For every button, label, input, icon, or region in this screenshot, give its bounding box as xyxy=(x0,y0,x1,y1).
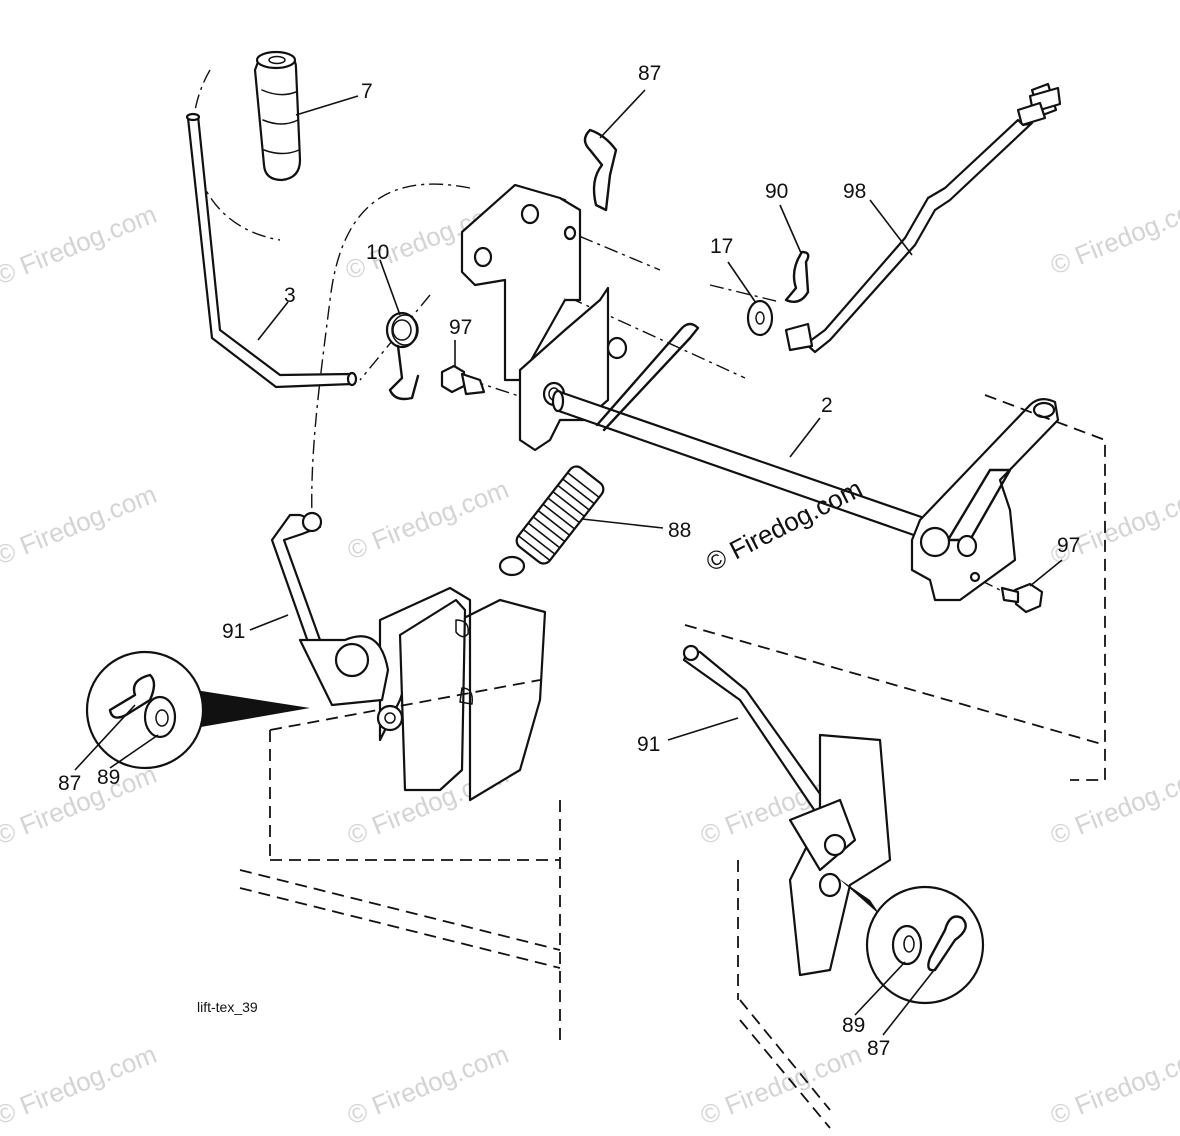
watermark: © Firedog.com xyxy=(1046,759,1180,851)
leader-lines xyxy=(74,89,1063,1036)
watermark: © Firedog.com xyxy=(1046,189,1180,281)
callout-label: 97 xyxy=(1057,534,1080,557)
height-adjust-rod xyxy=(784,82,1062,354)
callout-label: 88 xyxy=(668,519,691,542)
lift-lever xyxy=(185,112,358,389)
watermark: © Firedog.com xyxy=(343,474,513,566)
shoulder-bolt-right xyxy=(1000,582,1044,614)
watermark: © Firedog.com xyxy=(343,1039,513,1131)
right-lift-arm xyxy=(910,398,1060,602)
deck-outline-right xyxy=(684,394,1106,1129)
mounting-bracket xyxy=(460,183,628,452)
watermark: © Firedog.com xyxy=(0,199,161,291)
callout-label: 87 xyxy=(638,62,661,85)
callout-labels: 7 87 90 98 17 10 3 97 2 88 97 91 87 89 9… xyxy=(58,62,1080,1060)
callout-label: 2 xyxy=(821,394,833,417)
watermark: © Firedog.com xyxy=(0,1039,161,1131)
callout-label: 87 xyxy=(58,772,81,795)
callout-label: 91 xyxy=(222,620,245,643)
deck-bracket-left xyxy=(378,586,547,802)
hairpin-clip xyxy=(784,250,810,303)
extension-spring xyxy=(498,465,605,577)
callout-label: 98 xyxy=(843,180,866,203)
callout-label: 17 xyxy=(710,235,733,258)
detail-bubble-right xyxy=(838,878,985,1005)
torsion-spring xyxy=(385,311,420,401)
callout-label: 91 xyxy=(637,733,660,756)
wire-link xyxy=(595,322,700,432)
detail-bubble-left xyxy=(85,650,310,770)
callout-label: 90 xyxy=(765,180,788,203)
watermark: © Firedog.com xyxy=(696,1039,866,1131)
callout-label: 97 xyxy=(449,316,472,339)
deck-link-right xyxy=(682,644,892,977)
callout-label: 87 xyxy=(867,1037,890,1060)
callout-label: 10 xyxy=(366,241,389,264)
callout-label: 89 xyxy=(97,766,120,789)
deck-link-left xyxy=(270,511,404,732)
callout-label: 89 xyxy=(842,1014,865,1037)
callout-label: 3 xyxy=(284,284,296,307)
watermark: © Firedog.com xyxy=(0,479,161,571)
lift-shaft xyxy=(551,389,932,542)
watermark: © Firedog.com xyxy=(1046,1039,1180,1131)
figure-tag: lift-tex_39 xyxy=(197,999,258,1015)
hairpin-clip xyxy=(583,128,618,212)
handle-grip xyxy=(253,50,302,182)
shoulder-bolt xyxy=(440,364,486,396)
deck-outline-left xyxy=(239,679,561,1040)
callout-label: 7 xyxy=(361,80,373,103)
washer xyxy=(746,299,774,337)
